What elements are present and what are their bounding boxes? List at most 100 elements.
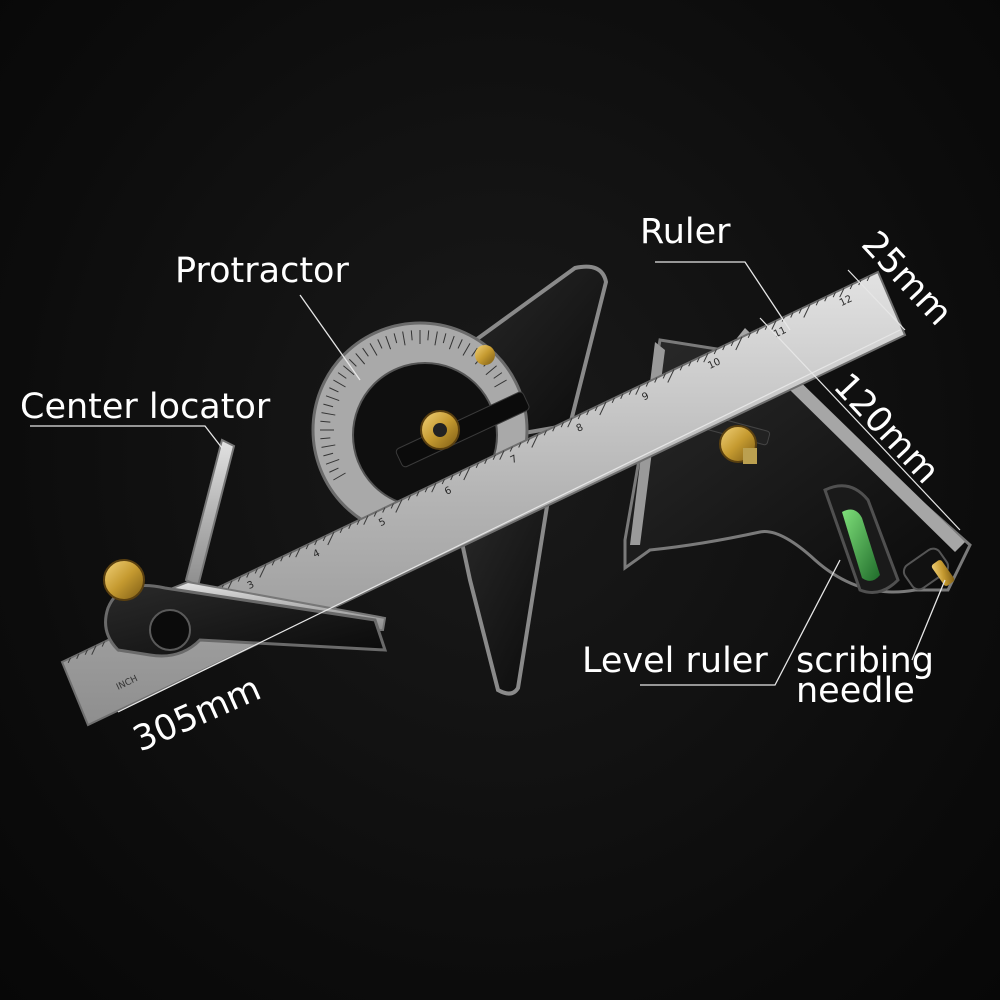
ruler-tick — [295, 548, 301, 558]
label-protractor: Protractor — [175, 251, 349, 291]
label-needle: needle — [796, 671, 915, 711]
protractor-tick — [329, 387, 339, 393]
ruler-tick — [771, 320, 777, 330]
ruler-tick — [67, 657, 71, 664]
ruler-tick — [227, 580, 233, 590]
callout-line-scribing-needle — [911, 579, 946, 661]
protractor-lock-nut-center — [433, 423, 447, 437]
protractor-tick — [348, 358, 357, 367]
ruler-tick — [803, 304, 811, 318]
protractor-tick — [385, 335, 392, 350]
ruler-tick — [730, 340, 734, 347]
protractor-tick — [485, 365, 497, 376]
ruler-tick — [458, 470, 462, 477]
ruler-number: 8 — [575, 422, 585, 435]
scribing-needle — [931, 560, 955, 586]
label-level-ruler: Level ruler — [582, 641, 768, 681]
protractor-tick — [329, 467, 339, 473]
protractor-tick — [448, 335, 455, 350]
ruler-tick — [599, 401, 607, 416]
dimension-line-305mm — [117, 329, 901, 713]
ruler-tick — [667, 369, 675, 383]
protractor-tick — [320, 420, 331, 423]
level-vial — [842, 509, 880, 581]
ruler-tick — [259, 564, 267, 578]
center-locator-pivot — [149, 609, 191, 651]
ruler-tick — [314, 539, 318, 546]
ruler-tick — [280, 556, 284, 562]
ruler-tick — [722, 344, 726, 351]
ruler-tick — [305, 543, 309, 550]
dimension-line-25mm — [847, 269, 906, 331]
dimension-line-120mm — [759, 317, 961, 531]
ruler-tick — [441, 478, 445, 485]
protractor-tick — [323, 403, 334, 408]
callout-line-level-ruler — [640, 559, 841, 686]
ruler-tick — [475, 462, 479, 469]
ruler-tick — [832, 292, 836, 298]
ruler-number: 6 — [443, 485, 453, 498]
ruler-tick — [356, 519, 360, 525]
ruler-number: 12 — [838, 294, 854, 309]
protractor-tick — [320, 437, 331, 440]
ruler-tick — [703, 353, 709, 363]
ruler-tick — [424, 487, 428, 493]
protractor-base — [452, 497, 551, 696]
ruler-tick — [363, 515, 369, 525]
protractor-tick — [377, 339, 383, 349]
ruler-tick — [790, 312, 794, 318]
ruler-tick — [531, 434, 539, 448]
protractor-tick — [402, 331, 406, 346]
ruler-tick — [713, 348, 717, 355]
ruler-tick — [654, 377, 658, 383]
ruler-tick — [327, 531, 335, 546]
ruler-tick — [679, 365, 683, 371]
ruler-tick — [499, 450, 505, 460]
ruler-tick — [645, 381, 649, 387]
label-ruler: Ruler — [640, 212, 731, 252]
ruler-tick — [839, 288, 845, 298]
ruler-tick — [416, 491, 420, 497]
ruler-tick — [237, 576, 241, 582]
protractor-tick — [462, 343, 471, 356]
ruler-tick — [552, 426, 556, 432]
callout-line-protractor — [299, 294, 361, 381]
ruler-tick — [492, 454, 496, 460]
scribing-needle-holder — [902, 547, 950, 591]
ruler-tick — [620, 393, 624, 399]
ruler-tick — [543, 430, 547, 436]
center-locator — [103, 438, 388, 658]
ruler-tick — [611, 397, 615, 404]
ruler-number: 3 — [246, 579, 256, 592]
ruler-tick — [688, 361, 692, 367]
ruler-tick — [518, 442, 522, 448]
ruler-tick — [76, 653, 80, 659]
protractor-tick — [471, 347, 478, 357]
label-scribing: scribing — [796, 641, 934, 681]
protractor-brass-pin — [475, 345, 495, 365]
protractor-tick — [355, 353, 366, 365]
center-locator-lock-nut — [103, 559, 145, 601]
ruler-tick — [735, 336, 743, 351]
ruler-tick — [271, 560, 275, 566]
protractor-tick — [457, 339, 463, 349]
protractor-tick — [333, 379, 346, 388]
ruler-tick — [373, 511, 377, 517]
ruler-tick — [339, 527, 343, 534]
ruler-tick — [577, 413, 581, 420]
ruler-number: 10 — [706, 356, 722, 371]
ruler-tick — [288, 552, 292, 558]
protractor-tick — [369, 343, 378, 356]
protractor-tick — [337, 372, 347, 379]
ruler-tick — [382, 507, 386, 513]
ruler-tick — [747, 332, 751, 339]
ruler-number: 11 — [772, 325, 788, 340]
center-locator-blade-vertical — [184, 438, 236, 588]
protractor-tick — [362, 347, 369, 357]
callout-line-ruler — [655, 261, 791, 331]
protractor-tick — [321, 444, 336, 448]
ruler-tick — [395, 499, 403, 513]
protractor-tick — [393, 333, 398, 344]
protractor-tick — [343, 365, 355, 376]
